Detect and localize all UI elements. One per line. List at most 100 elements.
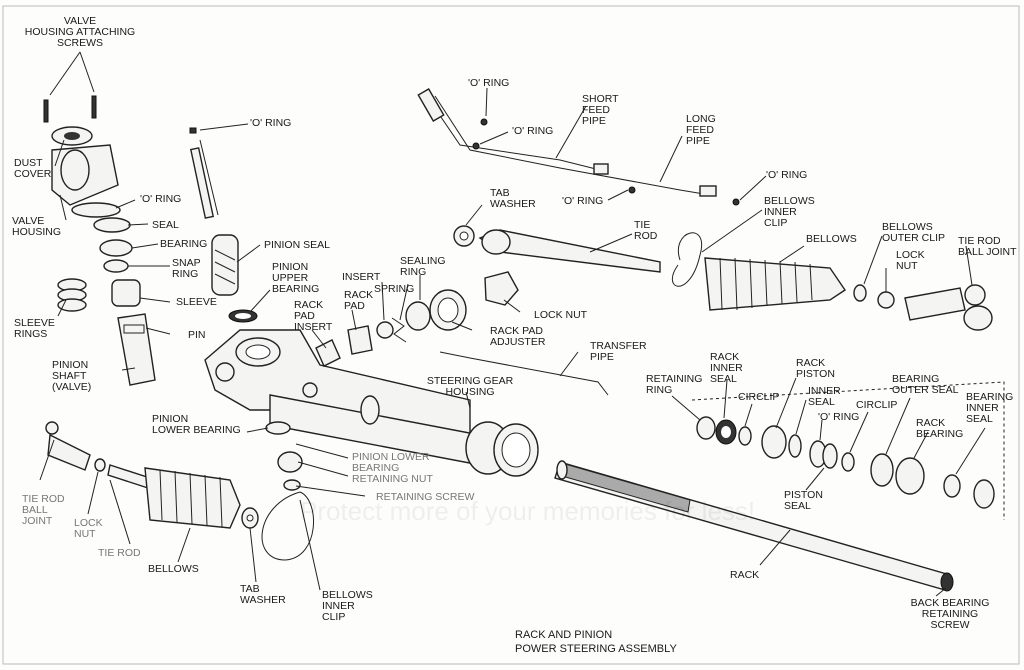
label-line: BELLOWS — [322, 589, 373, 601]
rack-part — [554, 460, 954, 592]
label-o-ring-top: 'O' RING — [250, 117, 291, 129]
label-line: SEAL — [710, 373, 737, 385]
label-o-ring-pipe-right: 'O' RING — [766, 169, 807, 181]
label-line: PINION — [272, 261, 308, 273]
label-line: PIPE — [582, 115, 606, 127]
label-line: 'O' RING — [818, 411, 859, 423]
label-line: SCREWS — [57, 37, 103, 49]
label-line: BELLOWS — [882, 221, 933, 233]
caption-line-2: POWER STEERING ASSEMBLY — [515, 643, 677, 655]
label-o-ring-pipe-low: 'O' RING — [562, 195, 603, 207]
label-line: SEAL — [966, 413, 993, 425]
label-pin: PIN — [188, 329, 206, 341]
label-line: SNAP — [172, 257, 201, 269]
label-line: ROD — [634, 230, 658, 242]
label-line: CIRCLIP — [738, 391, 779, 403]
label-line: INSERT — [294, 321, 333, 333]
label-line: LOCK — [896, 249, 925, 261]
label-line: BELLOWS — [148, 563, 199, 575]
label-line: VALVE — [12, 215, 44, 227]
label-bearing-valve: BEARING — [160, 238, 207, 250]
label-line: SPRING — [374, 283, 414, 295]
label-line: HOUSING — [445, 386, 494, 398]
label-line: 'O' RING — [562, 195, 603, 207]
label-line: WASHER — [490, 198, 536, 210]
label-line: BEARING — [352, 462, 399, 474]
label-lock-nut-mid: LOCK NUT — [534, 309, 588, 321]
label-line: LOWER BEARING — [152, 424, 241, 436]
top-tie-rod-group — [453, 225, 993, 331]
label-line: PINION — [52, 359, 88, 371]
label-line: UPPER — [272, 272, 309, 284]
label-line: RACK — [796, 357, 825, 369]
label-line: 'O' RING — [766, 169, 807, 181]
bottom-tie-rod-group — [45, 421, 314, 561]
label-line: RETAINING — [922, 608, 978, 620]
page-border — [2, 5, 1020, 665]
label-line: RACK — [730, 569, 759, 581]
label-line: FEED — [686, 124, 714, 136]
label-line: INNER — [710, 362, 743, 374]
label-line: COVER — [14, 168, 52, 180]
label-tie-rod-left: TIE ROD — [98, 547, 141, 559]
label-bellows-left: BELLOWS — [148, 563, 199, 575]
label-line: TIE ROD — [958, 235, 1001, 247]
label-line: NUT — [896, 260, 918, 272]
caption-line-1: RACK AND PINION — [515, 629, 612, 641]
label-line: RING — [400, 266, 426, 278]
label-line: BEARING — [892, 373, 939, 385]
label-line: SHORT — [582, 93, 619, 105]
label-line: FEED — [582, 104, 610, 116]
valve-housing-group — [43, 95, 156, 386]
label-line: BEARING — [272, 283, 319, 295]
label-circlip-b: CIRCLIP — [856, 399, 897, 411]
label-line: RETAINING SCREW — [376, 491, 474, 503]
label-line: ADJUSTER — [490, 336, 546, 348]
label-line: TAB — [240, 583, 260, 595]
label-line: RACK — [344, 289, 373, 301]
label-line: SLEEVE — [176, 296, 217, 308]
label-line: SEALING — [400, 255, 446, 267]
label-line: STEERING GEAR — [427, 375, 514, 387]
label-line: TAB — [490, 187, 510, 199]
label-line: INNER — [808, 385, 841, 397]
label-pinion-seal: PINION SEAL — [264, 239, 330, 251]
label-line: SEAL — [808, 396, 835, 408]
label-line: RACK PAD — [490, 325, 543, 337]
leader-lines — [39, 51, 986, 597]
label-line: HOUSING ATTACHING — [25, 26, 135, 38]
label-line: HOUSING — [12, 226, 61, 238]
label-line: BELLOWS — [806, 233, 857, 245]
label-line: BEARING — [966, 391, 1013, 403]
label-line: BEARING — [916, 428, 963, 440]
label-line: CLIP — [764, 217, 787, 229]
label-line: TRANSFER — [590, 340, 647, 352]
label-line: PINION SEAL — [264, 239, 330, 251]
label-retaining-screw: RETAINING SCREW — [376, 491, 474, 503]
label-line: BACK BEARING — [911, 597, 990, 609]
label-line: PISTON — [796, 368, 835, 380]
rack-seals-row — [691, 381, 1005, 520]
label-line: (VALVE) — [52, 381, 91, 393]
label-line: CLIP — [322, 611, 345, 623]
